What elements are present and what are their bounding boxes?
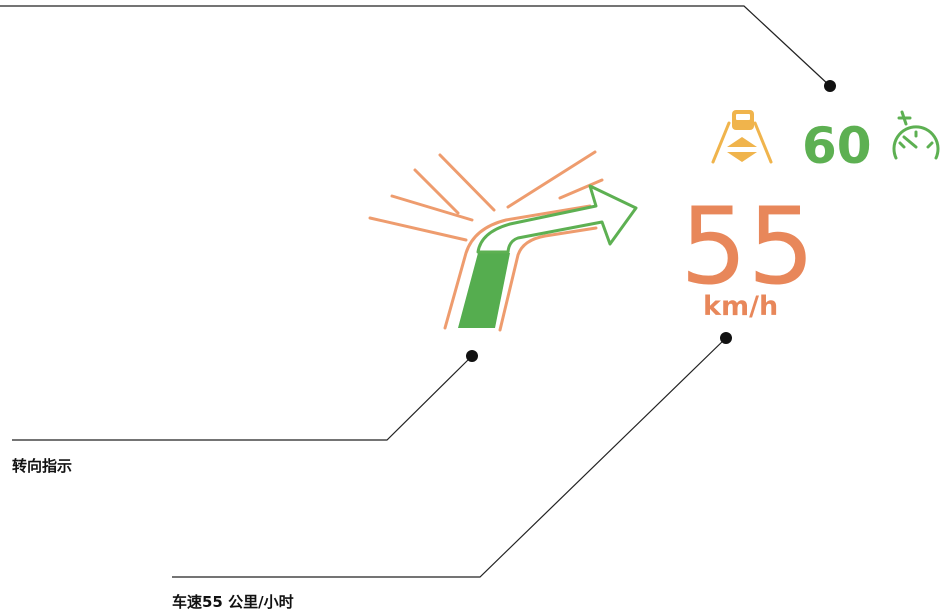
leader-speed: [172, 332, 732, 577]
right-turn-arrow-icon: [370, 152, 636, 330]
speed-unit: km/h: [703, 291, 778, 322]
speed-caption: 车速55 公里/小时: [172, 593, 294, 611]
speed-limit-value: 60: [802, 117, 872, 175]
turn-indicator-caption: 转向指示: [12, 457, 72, 475]
lane-keeping-assist-icon: [713, 110, 771, 162]
speed-value: 55: [680, 185, 815, 308]
speed-limiter-gauge-icon: [894, 112, 938, 158]
leader-speed-limit: [0, 6, 836, 92]
leader-turn-indicator: [12, 350, 478, 440]
